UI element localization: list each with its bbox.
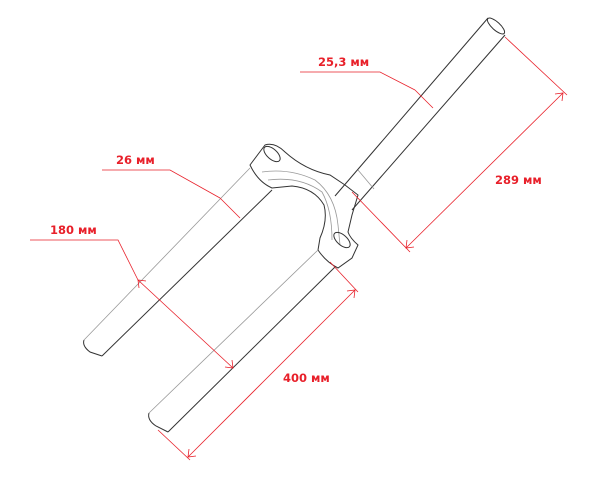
dim-steerer-length [351,36,568,253]
dim-leg-length [157,261,359,461]
steerer-tube [334,17,506,211]
fork-crown [249,143,359,269]
dim-steerer-diameter [300,71,434,109]
dim-stanchion-diameter [102,169,241,219]
label-travel: 180 мм [50,223,97,237]
label-steerer-length: 289 мм [495,173,542,187]
right-stanchion [148,249,336,433]
label-stanchion-diameter: 26 мм [116,153,155,167]
label-steerer-diameter: 25,3 мм [318,55,369,69]
dim-travel [30,239,234,369]
left-stanchion [83,167,273,357]
label-leg-length: 400 мм [283,371,330,385]
